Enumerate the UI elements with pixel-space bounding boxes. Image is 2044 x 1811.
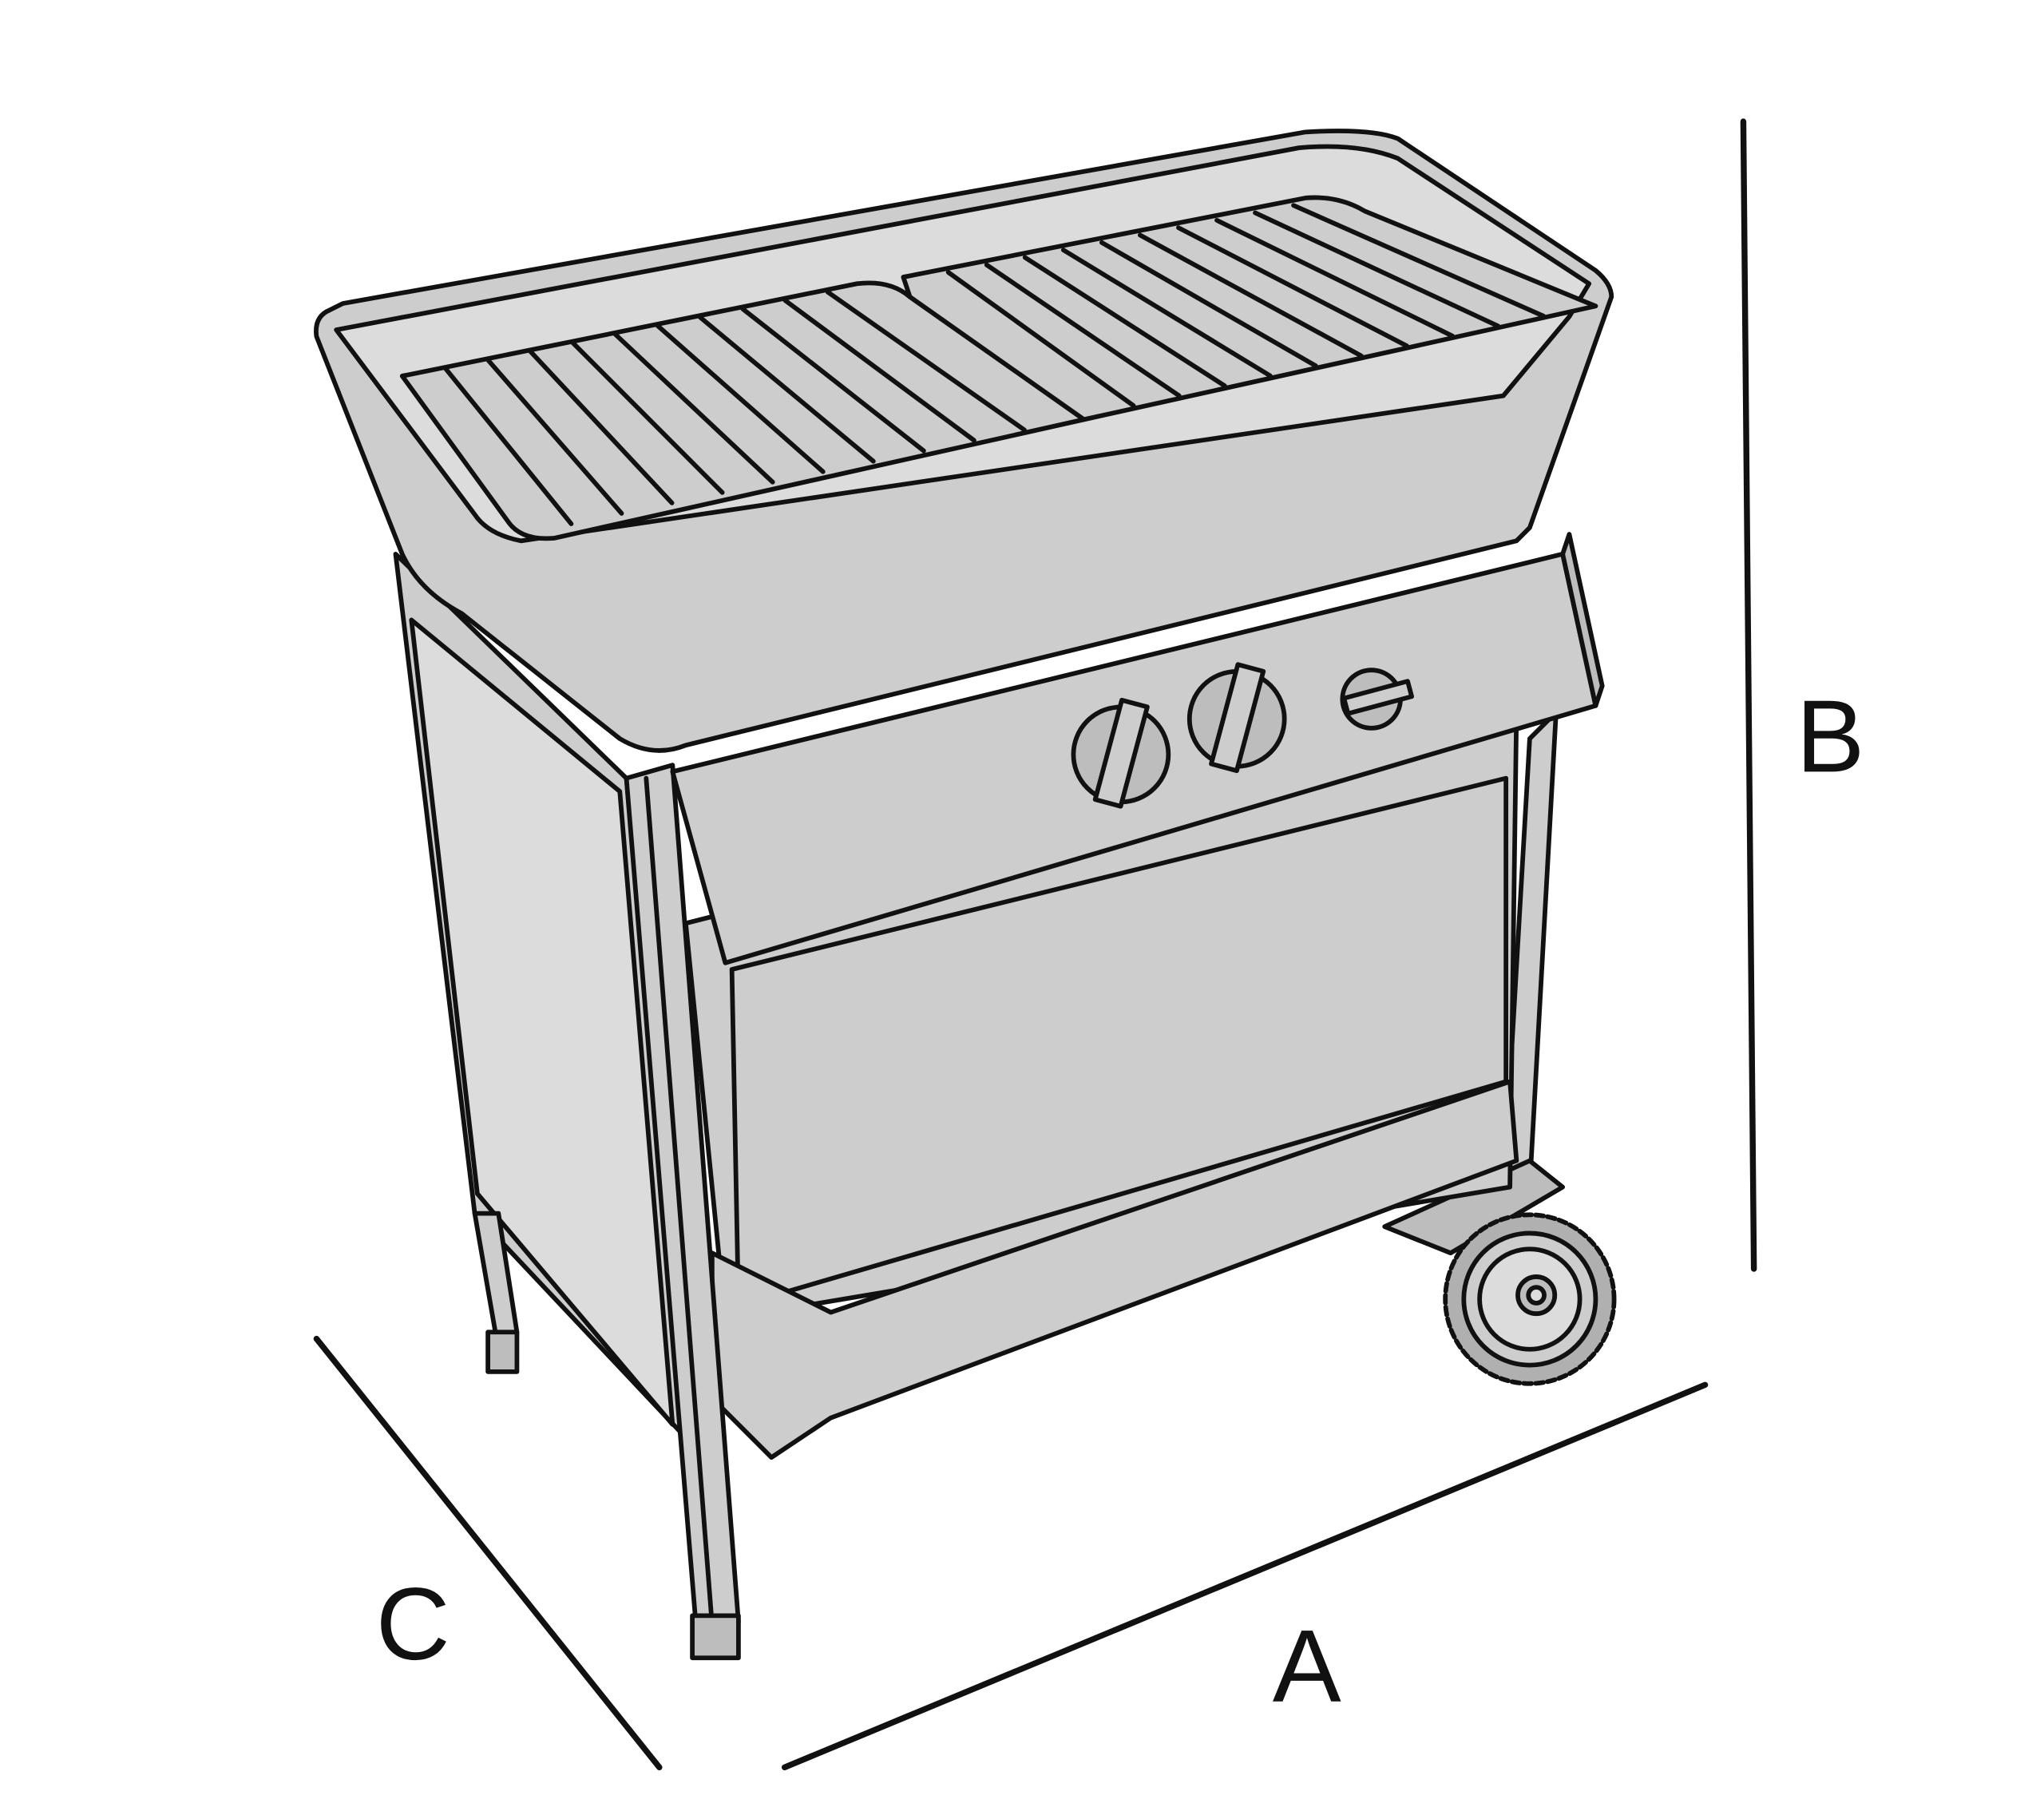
- control-panel-edge: [1560, 532, 1605, 708]
- grate-bar: [825, 289, 1027, 433]
- wheel: [1443, 1212, 1617, 1386]
- leg-edge: [644, 775, 715, 1627]
- grate-bar: [1291, 203, 1547, 319]
- grate-bar: [1022, 255, 1227, 388]
- dimension-line-c: [313, 1335, 663, 1771]
- grate-bar: [984, 262, 1182, 398]
- grate-bar: [945, 270, 1136, 408]
- dimension-line-b: [1740, 118, 1757, 1272]
- burner-knob-right[interactable]: [1186, 662, 1287, 774]
- back-left-foot: [485, 1330, 520, 1374]
- left-side-panel-inset: [409, 617, 675, 1427]
- grate-bar: [1138, 232, 1364, 359]
- grate-bar: [1099, 240, 1318, 369]
- grate-bar: [485, 356, 624, 516]
- dimension-label-c: C: [376, 1567, 450, 1682]
- cooking-grate-right: [901, 195, 1598, 422]
- dimension-line-a: [781, 1381, 1709, 1771]
- grate-bar: [1253, 210, 1500, 329]
- grate-bar: [782, 298, 976, 443]
- grill-cart: [314, 129, 1617, 1661]
- grate-bar: [697, 315, 876, 464]
- dimension-label-b: B: [1796, 679, 1864, 794]
- dimension-label-a: A: [1273, 1609, 1341, 1724]
- grate-bar: [655, 323, 826, 474]
- grate-bar: [1060, 248, 1273, 378]
- grate-bar: [1176, 225, 1409, 349]
- burner-knob-left[interactable]: [1071, 697, 1171, 809]
- grate-bar: [740, 306, 926, 454]
- igniter-button[interactable]: [1340, 668, 1414, 731]
- grate-bar: [1214, 217, 1455, 339]
- grate-bar: [442, 365, 574, 526]
- grate-bar: [612, 331, 775, 485]
- grate-bar: [570, 339, 725, 495]
- front-left-foot: [690, 1613, 741, 1661]
- grate-bar: [527, 348, 675, 505]
